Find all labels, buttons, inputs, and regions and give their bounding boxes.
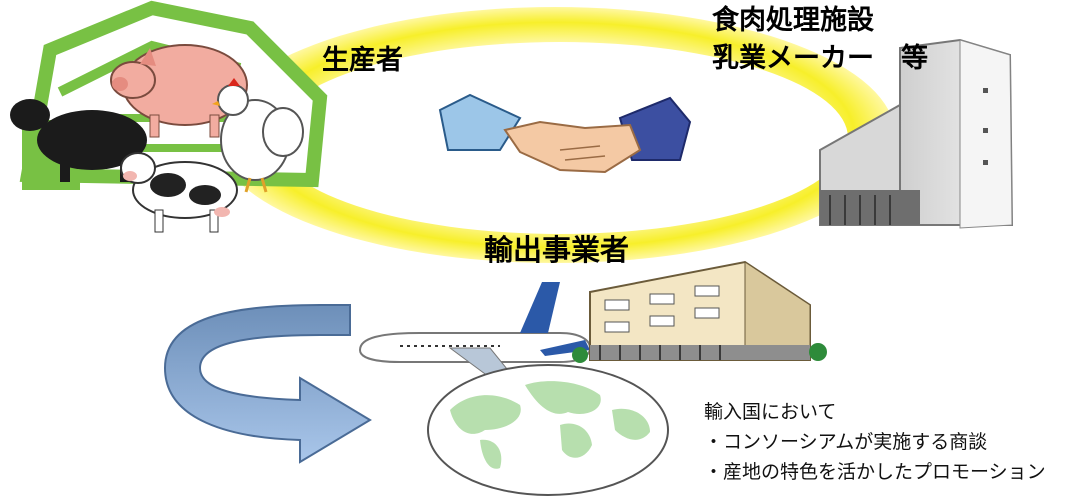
dairy-cow-icon — [120, 152, 238, 233]
exporter-label: 輸出事業者 — [484, 233, 630, 267]
note-heading: 輸入国において — [704, 401, 837, 423]
processing-plant-label-line2: 乳業メーカー 等 — [712, 43, 928, 74]
factory-icon — [819, 38, 1014, 229]
note-item-promotion: ・産地の特色を活かしたプロモーション — [704, 461, 1046, 483]
import-country-note: 輸入国において ・コンソーシアムが実施する商談 ・産地の特色を活かしたプロモーシ… — [704, 397, 1046, 487]
office-building-icon — [572, 260, 827, 363]
producer-label: 生産者 — [322, 45, 403, 76]
handshake-icon — [438, 93, 692, 174]
world-globe-icon — [427, 364, 669, 496]
curved-arrow-icon — [163, 304, 372, 464]
processing-plant-label-line1: 食肉処理施設 — [712, 5, 874, 36]
chicken-icon — [212, 78, 304, 193]
note-item-business-talks: ・コンソーシアムが実施する商談 — [704, 431, 988, 453]
